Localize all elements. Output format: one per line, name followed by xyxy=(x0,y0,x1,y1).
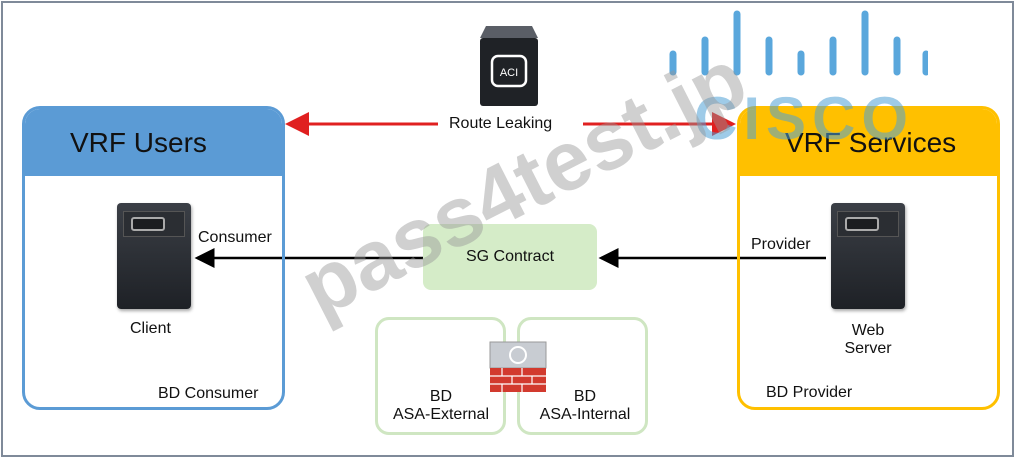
vrf-users-container: VRF Users xyxy=(22,106,285,410)
bd-external-line2: ASA-External xyxy=(392,406,490,423)
web-server-line2: Server xyxy=(844,340,892,357)
bd-internal-line2: ASA-Internal xyxy=(539,406,631,423)
vrf-services-title: VRF Services xyxy=(740,109,997,176)
provider-label: Provider xyxy=(751,236,811,253)
route-leaking-label: Route Leaking xyxy=(449,115,553,132)
vrf-services-container: VRF Services xyxy=(737,106,1000,410)
sg-contract-box: SG Contract xyxy=(423,224,597,290)
client-label: Client xyxy=(130,320,171,337)
consumer-label: Consumer xyxy=(198,229,272,246)
aci-label: ACI xyxy=(500,67,518,79)
web-server-label: Web Server xyxy=(836,322,900,358)
client-server-icon xyxy=(117,203,191,309)
bd-internal-line1: BD xyxy=(573,388,597,405)
aci-switch-icon: ACI xyxy=(480,26,538,106)
vrf-users-title: VRF Users xyxy=(25,109,282,176)
bd-provider-label: BD Provider xyxy=(766,384,853,401)
web-server-line1: Web xyxy=(851,322,885,339)
bd-consumer-label: BD Consumer xyxy=(158,385,259,402)
firewall-icon xyxy=(489,341,547,392)
bd-asa-external-label: BD ASA-External xyxy=(385,388,497,424)
bd-external-line1: BD xyxy=(429,388,453,405)
cisco-logo-text: CISCO xyxy=(694,85,915,152)
bd-asa-internal-label: BD ASA-Internal xyxy=(529,388,641,424)
bd-asa-external-box xyxy=(375,317,506,435)
cisco-logo-icon xyxy=(669,10,928,76)
sg-contract-label: SG Contract xyxy=(465,248,555,265)
web-server-icon xyxy=(831,203,905,309)
